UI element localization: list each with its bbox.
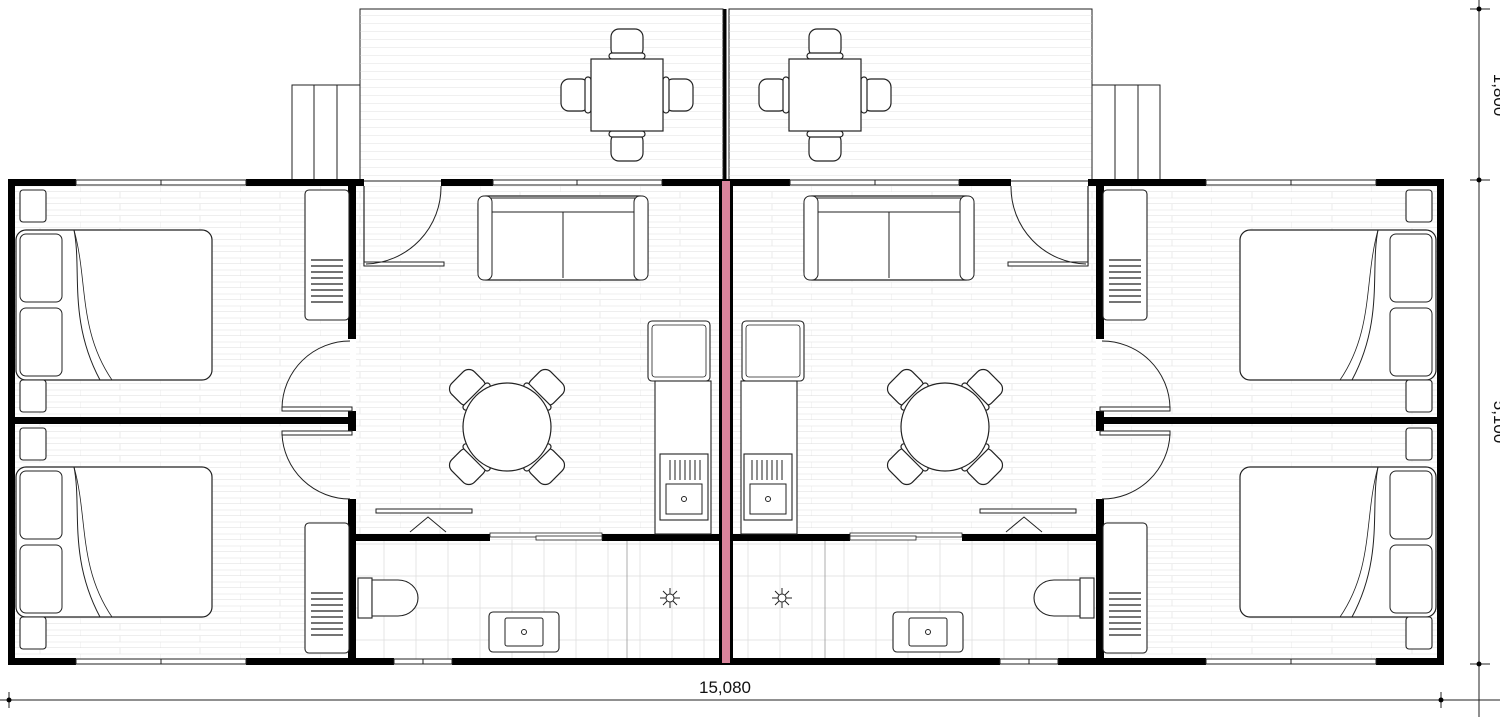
deck-depth-label: 1,800 bbox=[1490, 74, 1500, 117]
left-unit bbox=[8, 9, 723, 665]
right-unit bbox=[729, 9, 1444, 665]
dimension-vertical: 1,800 5,100 bbox=[1470, 0, 1500, 717]
party-wall-fill bbox=[722, 181, 730, 663]
dimension-overall-width: 15,080 bbox=[0, 678, 1500, 708]
main-depth-label: 5,100 bbox=[1490, 401, 1500, 444]
overall-width-label: 15,080 bbox=[699, 678, 751, 697]
